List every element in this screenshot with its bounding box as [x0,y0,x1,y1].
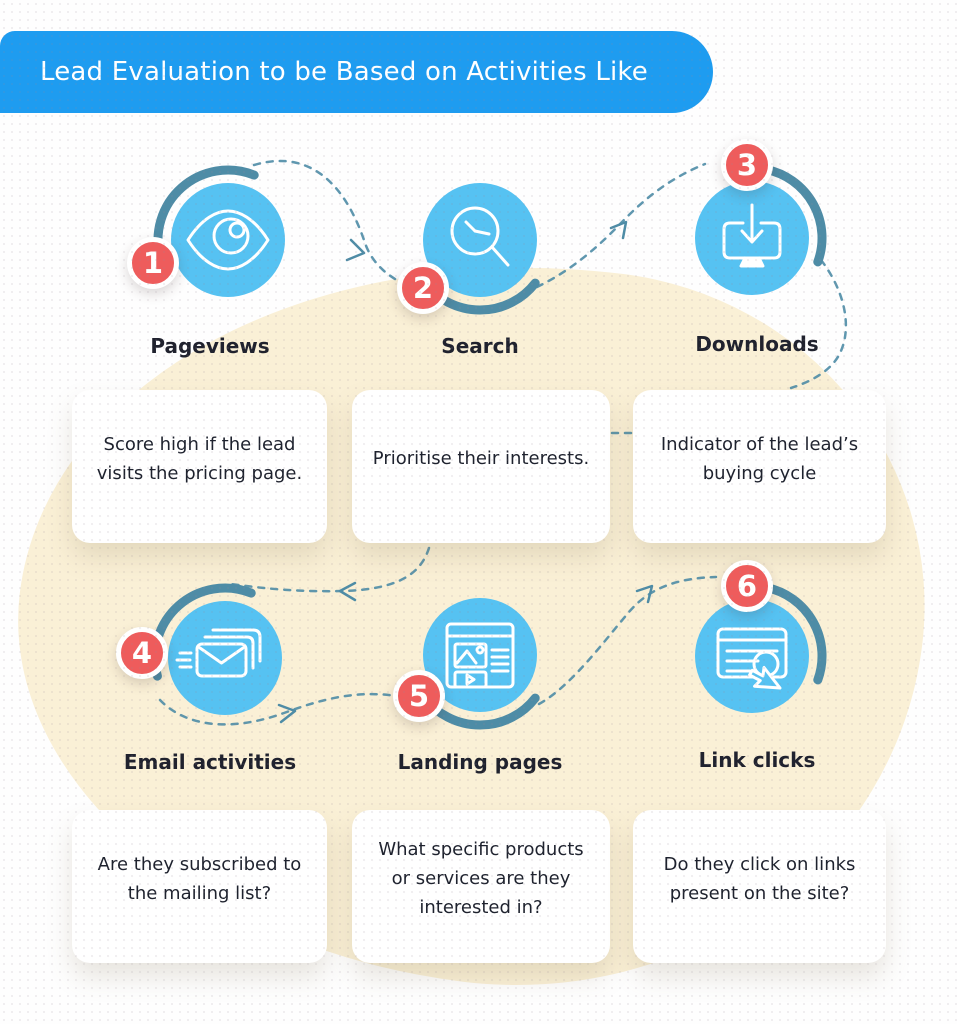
step-number: 3 [736,148,758,182]
item-label-search: Search [441,334,519,358]
step-number: 5 [408,679,430,713]
item-label-landing-pages: Landing pages [397,750,563,774]
description-card-pageviews: Score high if the lead visits the pricin… [72,390,327,543]
email-stack-icon [175,628,262,678]
connector-5-6 [537,575,718,706]
item-label-link-clicks: Link clicks [698,748,816,772]
step-badge-2: 2 [397,262,449,314]
title-banner: Lead Evaluation to be Based on Activitie… [0,31,713,113]
item-label-downloads: Downloads [695,332,819,356]
card-text: Prioritise their interests. [372,448,590,470]
step-number: 2 [412,271,434,305]
progress-arc [153,165,259,263]
icon-circle [171,183,285,297]
connector-4-5 [158,692,399,726]
progress-arc [762,583,827,685]
icon-circle [423,598,537,712]
description-card-link-clicks: Do they click on links present on the si… [633,810,886,963]
progress-arc [762,165,827,267]
downloads-icon-group [662,148,842,328]
icon-circle [695,599,809,713]
arrow-icon [345,238,366,262]
link-click-icon [716,627,788,690]
arrow-icon [635,584,654,604]
step-badge-6: 6 [721,560,773,612]
item-label-email-activities: Email activities [123,750,297,774]
arrow-icon [609,220,628,240]
description-card-email-activities: Are they subscribed to the mailing list? [72,810,327,963]
link-clicks-icon-group [662,566,842,746]
card-text: What specific products or services are t… [378,839,584,918]
card-text: Score high if the lead visits the pricin… [96,433,303,484]
arrow-icon [277,703,297,724]
item-label-pageviews: Pageviews [150,334,270,358]
arrow-icon [338,581,357,602]
page-title: Lead Evaluation to be Based on Activitie… [40,57,648,87]
icon-circle [168,601,282,715]
landing-page-icon [445,622,515,689]
eye-icon [186,209,270,271]
card-text: Indicator of the lead’s buying cycle [660,433,859,484]
step-number: 6 [736,569,758,603]
search-clock-icon [450,206,510,267]
step-number: 1 [142,246,164,280]
description-card-search: Prioritise their interests. [352,390,610,543]
landing-pages-icon-group [390,565,570,745]
connector-3-card [789,258,848,390]
icon-circle [423,183,537,297]
description-card-downloads: Indicator of the lead’s buying cycle [633,390,886,543]
step-badge-3: 3 [721,139,773,191]
pageviews-icon-group [138,150,318,330]
description-card-landing-pages: What specific products or services are t… [352,810,610,963]
connector-card2-4 [229,546,431,593]
step-badge-5: 5 [393,670,445,722]
card-text: Do they click on links present on the si… [663,853,856,904]
step-badge-4: 4 [116,627,168,679]
download-monitor-icon [722,203,782,268]
connector-1-2 [252,159,416,290]
step-badge-1: 1 [127,237,179,289]
step-number: 4 [131,636,153,670]
card-text: Are they subscribed to the mailing list? [97,853,302,904]
